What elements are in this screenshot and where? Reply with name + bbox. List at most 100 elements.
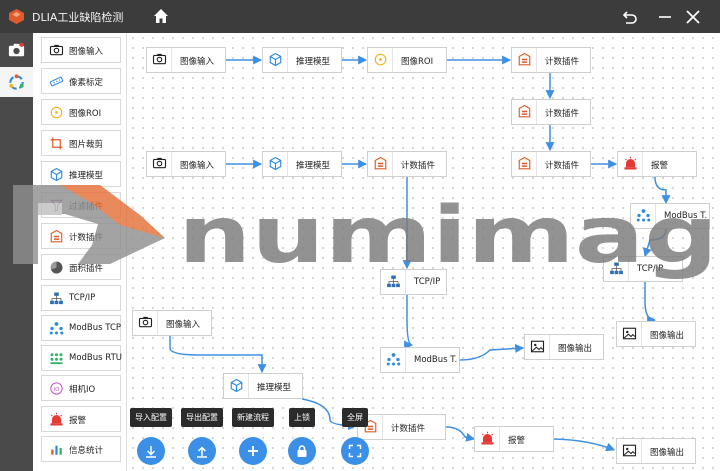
fullscreen-icon: [348, 444, 362, 458]
flow-node[interactable]: 图像输出: [616, 321, 696, 347]
flow-node[interactable]: TCP/IP: [380, 269, 447, 295]
counter-icon: [518, 104, 531, 118]
palette-item[interactable]: 信息统计: [41, 436, 121, 462]
palette-item-label: 相机IO: [69, 385, 96, 395]
palette-item[interactable]: 图像ROI: [41, 99, 121, 125]
palette-item[interactable]: 图像输入: [41, 37, 121, 63]
flow-node[interactable]: 计数插件: [367, 151, 447, 177]
close-icon[interactable]: [684, 8, 702, 26]
modbus-tcp-icon: [636, 209, 651, 222]
component-palette: 图像输入像素标定图像ROI 图片裁剪推理模型过滤插件计数插件面积插件 TCP/IP M…: [33, 33, 127, 471]
node-label: 图像输出: [558, 344, 593, 354]
palette-item[interactable]: 报警: [41, 406, 121, 432]
palette-item[interactable]: 计数插件: [41, 223, 121, 249]
flow-node[interactable]: 图像输入: [132, 310, 212, 336]
node-icon-box: [512, 100, 537, 124]
palette-item[interactable]: ModBus RTU: [41, 345, 122, 371]
toolbar-button[interactable]: [137, 437, 165, 465]
camera-icon: [152, 53, 167, 65]
flow-node[interactable]: 推理模型: [262, 151, 342, 177]
toolbar-button[interactable]: [288, 437, 316, 465]
counter-icon: [518, 156, 531, 170]
network-icon: [50, 292, 63, 305]
palette-item[interactable]: 推理模型: [41, 161, 121, 187]
toolbar-button[interactable]: [239, 437, 267, 465]
flow-node[interactable]: 推理模型: [262, 47, 342, 73]
flow-node[interactable]: ModBus T...: [380, 347, 460, 373]
node-icon-box: [475, 427, 500, 451]
palette-item[interactable]: 像素标定: [41, 68, 121, 94]
toolbar-button[interactable]: [341, 437, 369, 465]
import-icon: [146, 446, 156, 458]
palette-item-label: 像素标定: [69, 78, 104, 88]
toolbar-tooltip: 全屏: [342, 408, 368, 427]
flow-node[interactable]: 图像输入: [146, 47, 226, 73]
camera-icon: [138, 316, 153, 328]
node-icon-box: [368, 152, 393, 176]
app-logo-icon: [9, 9, 24, 24]
flow-node[interactable]: 计数插件: [511, 151, 591, 177]
node-icon-box: [512, 48, 537, 72]
nav-camera-button[interactable]: [0, 35, 33, 65]
node-icon-box: [147, 48, 172, 72]
counter-icon: [518, 52, 531, 66]
node-icon-box: [604, 257, 629, 281]
node-icon-box: [631, 204, 656, 228]
node-label: ModBus T...: [414, 355, 458, 365]
camera-io-icon: IO: [50, 382, 63, 395]
node-icon-box: [618, 152, 643, 176]
palette-item[interactable]: 过滤插件: [41, 192, 121, 218]
flow-node[interactable]: 图像输出: [616, 438, 696, 464]
nav-workflow-button[interactable]: [0, 67, 33, 97]
toolbar-tooltip: 新建流程: [232, 408, 274, 427]
flow-node[interactable]: 报警: [474, 426, 554, 452]
area-icon: [50, 261, 63, 274]
roi-icon: [50, 106, 63, 119]
left-nav: [0, 33, 33, 471]
home-icon[interactable]: [151, 6, 171, 26]
network-icon: [610, 262, 623, 275]
node-label: 报警: [508, 436, 526, 446]
node-icon-box: [368, 48, 393, 72]
node-label: 图像输入: [166, 320, 201, 330]
flow-node[interactable]: 计数插件: [357, 414, 446, 440]
flow-node[interactable]: ModBus T...: [630, 203, 710, 229]
filter-icon: [50, 199, 63, 213]
camera-icon: [152, 157, 167, 169]
modbus-tcp-icon: [386, 353, 401, 366]
back-icon[interactable]: [621, 8, 639, 26]
image-icon: [530, 340, 545, 353]
flow-node[interactable]: 计数插件: [511, 99, 591, 125]
node-icon-box: [224, 374, 249, 398]
toolbar-tooltip: 上锁: [289, 408, 315, 427]
palette-item[interactable]: 图片裁剪: [41, 130, 121, 156]
image-icon: [622, 327, 637, 340]
palette-item[interactable]: ModBus TCP: [41, 315, 121, 341]
flow-node[interactable]: 图像ROI: [367, 47, 447, 73]
flow-node[interactable]: 报警: [617, 151, 697, 177]
alarm-icon: [481, 431, 494, 445]
flow-node[interactable]: 推理模型: [223, 373, 303, 399]
flow-node[interactable]: 图像输入: [146, 151, 226, 177]
palette-item[interactable]: TCP/IP: [41, 285, 121, 311]
node-label: 推理模型: [296, 161, 331, 171]
node-icon-box: [617, 322, 642, 346]
node-label: 计数插件: [545, 109, 580, 119]
palette-item-label: 报警: [69, 416, 87, 426]
flow-node[interactable]: 计数插件: [511, 47, 591, 73]
minimize-icon[interactable]: [656, 8, 674, 26]
export-icon: [197, 446, 207, 458]
node-label: 报警: [651, 161, 669, 171]
node-icon-box: [381, 270, 406, 294]
flow-node[interactable]: TCP/IP: [603, 256, 683, 282]
palette-item-label: 计数插件: [69, 233, 104, 243]
flow-node[interactable]: 图像输出: [524, 334, 604, 360]
modbus-tcp-icon: [49, 322, 64, 335]
palette-item[interactable]: 面积插件: [41, 254, 121, 280]
network-icon: [387, 275, 400, 288]
palette-item[interactable]: IO 相机IO: [41, 375, 121, 401]
counter-icon: [374, 156, 387, 170]
toolbar-button[interactable]: [188, 437, 216, 465]
flow-canvas[interactable]: [128, 33, 720, 471]
alarm-icon: [624, 156, 637, 170]
